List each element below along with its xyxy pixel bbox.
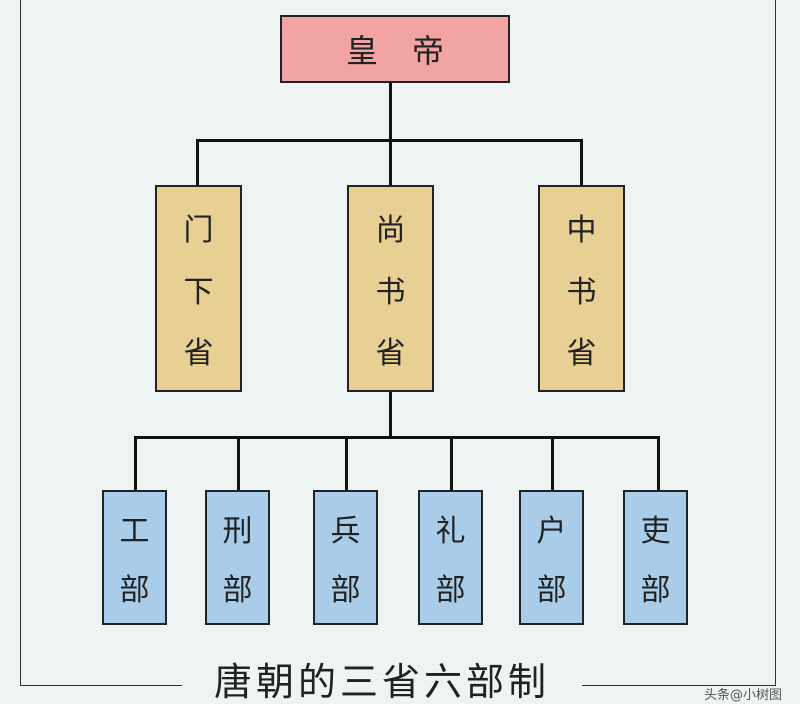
shangshu-box: 尚 书 省: [347, 185, 434, 392]
shangshu-char-3: 省: [375, 336, 406, 372]
zhongshu-char-3: 省: [566, 336, 597, 372]
connector-menxia: [196, 139, 199, 186]
connector-hu: [551, 436, 554, 492]
ministry-xing-char-1: 刑: [222, 514, 253, 550]
ministry-bing-char-2: 部: [330, 572, 361, 608]
menxia-char-3: 省: [183, 336, 214, 372]
emperor-label-2: 帝: [412, 32, 445, 70]
ministry-li-rites-char-2: 部: [435, 572, 466, 608]
menxia-char-1: 门: [183, 212, 214, 248]
ministry-hu-char-2: 部: [536, 572, 567, 608]
ministry-xing-char-2: 部: [222, 572, 253, 608]
watermark: 头条@小树图: [703, 688, 782, 703]
ministry-li-personnel-char-2: 部: [640, 572, 671, 608]
emperor-box: 皇 帝: [280, 15, 510, 83]
connector-shangshu-down: [389, 392, 392, 438]
zhongshu-char-1: 中: [566, 212, 597, 248]
shangshu-char-2: 书: [375, 274, 406, 310]
zhongshu-char-2: 书: [566, 274, 597, 310]
connector-gong: [134, 436, 137, 492]
ministry-gong-char-1: 工: [119, 514, 150, 550]
emperor-label-1: 皇: [345, 32, 378, 70]
connector-shangshu: [389, 139, 392, 186]
connector-zhongshu: [580, 139, 583, 186]
connector-li-rites: [450, 436, 453, 492]
connector-xing: [237, 436, 240, 492]
ministry-hu-char-1: 户: [536, 514, 567, 550]
ministry-gong-char-2: 部: [119, 572, 150, 608]
diagram-caption: 唐朝的三省六部制: [182, 662, 582, 702]
connector-li-personnel: [657, 436, 660, 492]
ministry-gong-box: 工 部: [102, 490, 167, 625]
menxia-box: 门 下 省: [155, 185, 242, 392]
shangshu-char-1: 尚: [375, 212, 406, 248]
ministry-li-rites-box: 礼 部: [418, 490, 483, 625]
connector-ministries-bar: [134, 436, 660, 439]
ministry-hu-box: 户 部: [519, 490, 584, 625]
ministry-li-personnel-char-1: 吏: [640, 514, 671, 550]
zhongshu-box: 中 书 省: [538, 185, 625, 392]
ministry-li-personnel-box: 吏 部: [623, 490, 688, 625]
ministry-xing-box: 刑 部: [205, 490, 270, 625]
connector-bing: [345, 436, 348, 492]
ministry-bing-char-1: 兵: [330, 514, 361, 550]
connector-emperor-down: [389, 83, 392, 141]
ministry-li-rites-char-1: 礼: [435, 514, 466, 550]
menxia-char-2: 下: [183, 274, 214, 310]
ministry-bing-box: 兵 部: [313, 490, 378, 625]
